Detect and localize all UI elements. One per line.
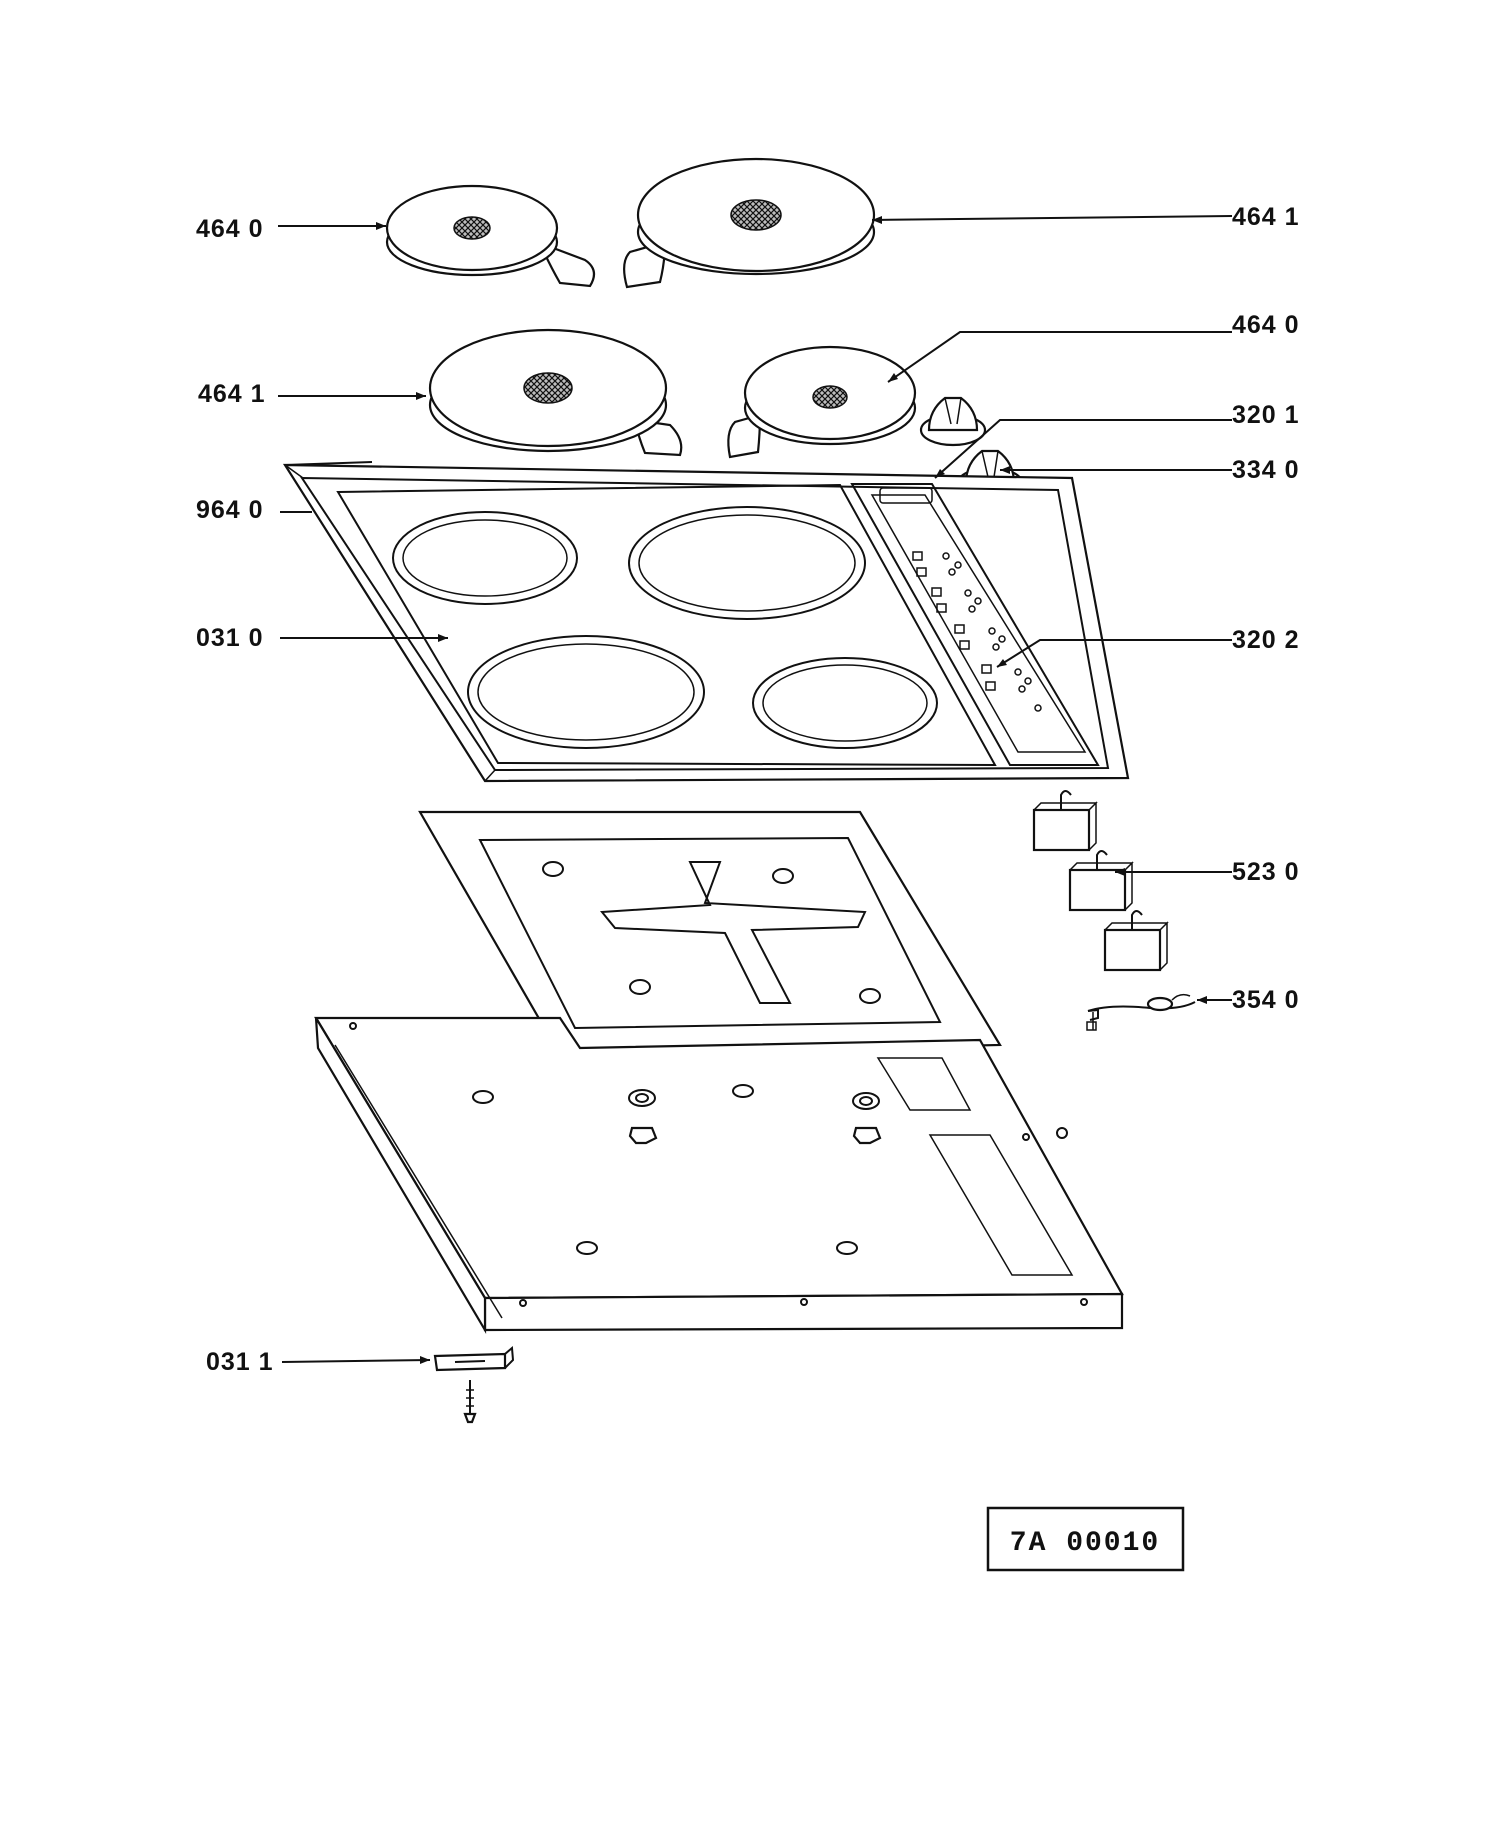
cable-icon: [1086, 993, 1196, 1031]
control-panel-strip: [850, 483, 1100, 766]
label-cable: 354 0: [1232, 986, 1300, 1014]
energy-regulator-icon: [1032, 790, 1169, 972]
label-hotplate-small-right: 464 0: [1232, 311, 1300, 339]
fixing-bracket-icon: [433, 1345, 515, 1372]
label-bracket: 031 1: [206, 1348, 274, 1376]
hotplate-small-right-icon: [727, 345, 917, 459]
label-panel: 320 2: [1232, 626, 1300, 654]
label-hotplate-large-left: 464 1: [198, 380, 266, 408]
label-hotplate-large-top: 464 1: [1232, 203, 1300, 231]
hotplate-large-top-icon: [623, 157, 876, 289]
screw-icon: [463, 1380, 477, 1424]
seal-plate: [418, 810, 1002, 1057]
hotplate-small-top-icon: [385, 184, 596, 288]
label-switch: 523 0: [1232, 858, 1300, 886]
hob-top-glass: [282, 461, 1130, 783]
leader-lines: [278, 215, 1233, 1364]
label-frame: 964 0: [196, 496, 264, 524]
label-hob-top: 031 0: [196, 624, 264, 652]
base-tray: [314, 1016, 1124, 1335]
label-knob: 334 0: [1232, 456, 1300, 484]
reference-code-box: 7A 00010: [986, 1506, 1185, 1572]
hotplate-large-left-icon: [428, 328, 683, 457]
label-knob-upper: 320 1: [1232, 401, 1300, 429]
label-hotplate-small-top: 464 0: [196, 215, 264, 243]
reference-code: 7A 00010: [1010, 1528, 1160, 1559]
